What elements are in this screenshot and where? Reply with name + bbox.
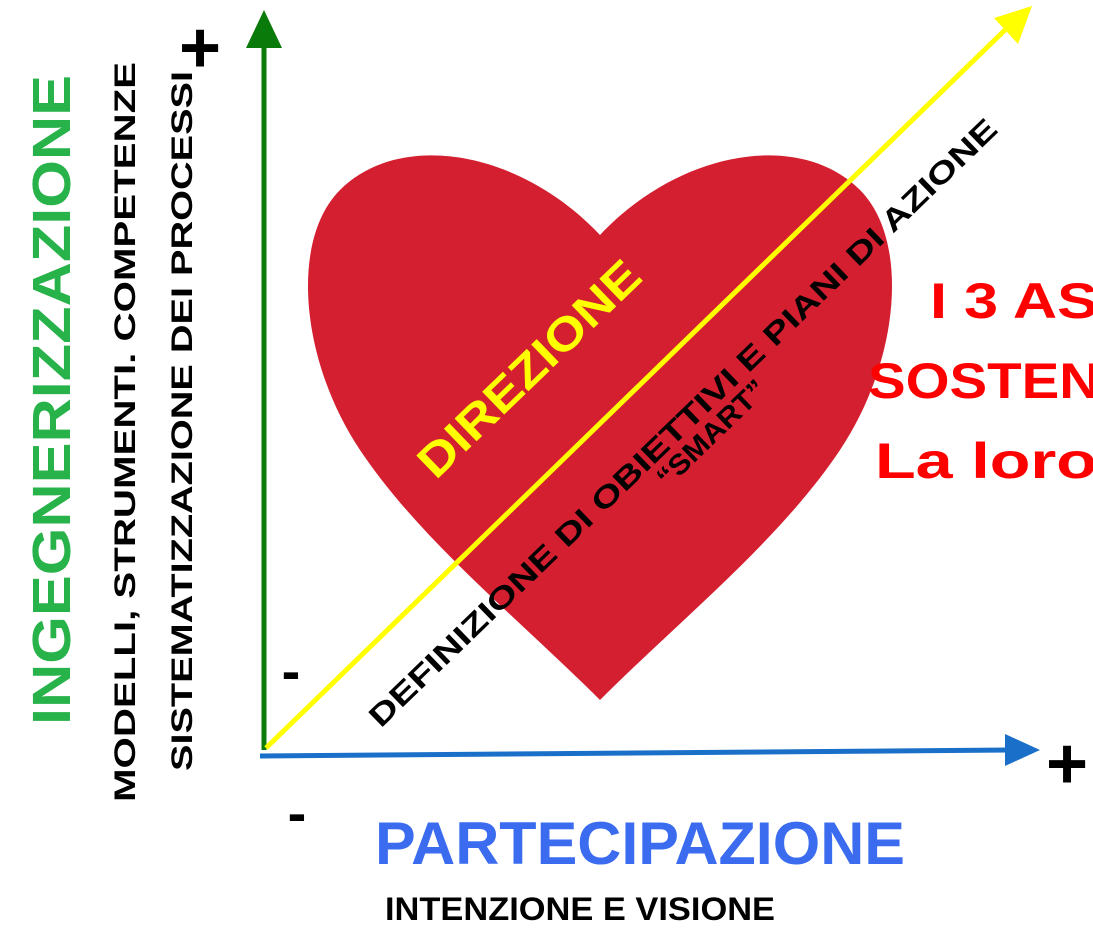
heart-shape [307, 155, 893, 701]
horizontal-axis-title: PARTECIPAZIONE [375, 810, 905, 877]
direction-arrow-line [264, 28, 1007, 750]
vertical-axis-subtitle-line1: MODELLI, STRUMENTI. COMPETENZE [109, 62, 142, 802]
right-text-line3: La loro [875, 433, 1093, 489]
vertical-minus-sign: - [282, 639, 301, 702]
direction-arrowhead [994, 6, 1032, 44]
vertical-axis-subtitle-line2: SISTEMATIZZAZIONE DEI PROCESSI [166, 71, 199, 771]
vertical-plus-sign: + [179, 8, 221, 88]
vertical-axis-title: INGEGNERIZZAZIONE [22, 75, 82, 725]
horizontal-minus-sign: - [288, 781, 307, 844]
vertical-axis-arrowhead [246, 10, 282, 48]
horizontal-axis-arrowhead [1005, 734, 1040, 766]
right-text-line2: SOSTEN [868, 353, 1093, 409]
horizontal-axis-line [259, 747, 1011, 759]
horizontal-axis-subtitle: INTENZIONE E VISIONE [385, 891, 775, 927]
horizontal-plus-sign: + [1046, 724, 1088, 804]
right-text-line1: I 3 AS [930, 273, 1093, 329]
